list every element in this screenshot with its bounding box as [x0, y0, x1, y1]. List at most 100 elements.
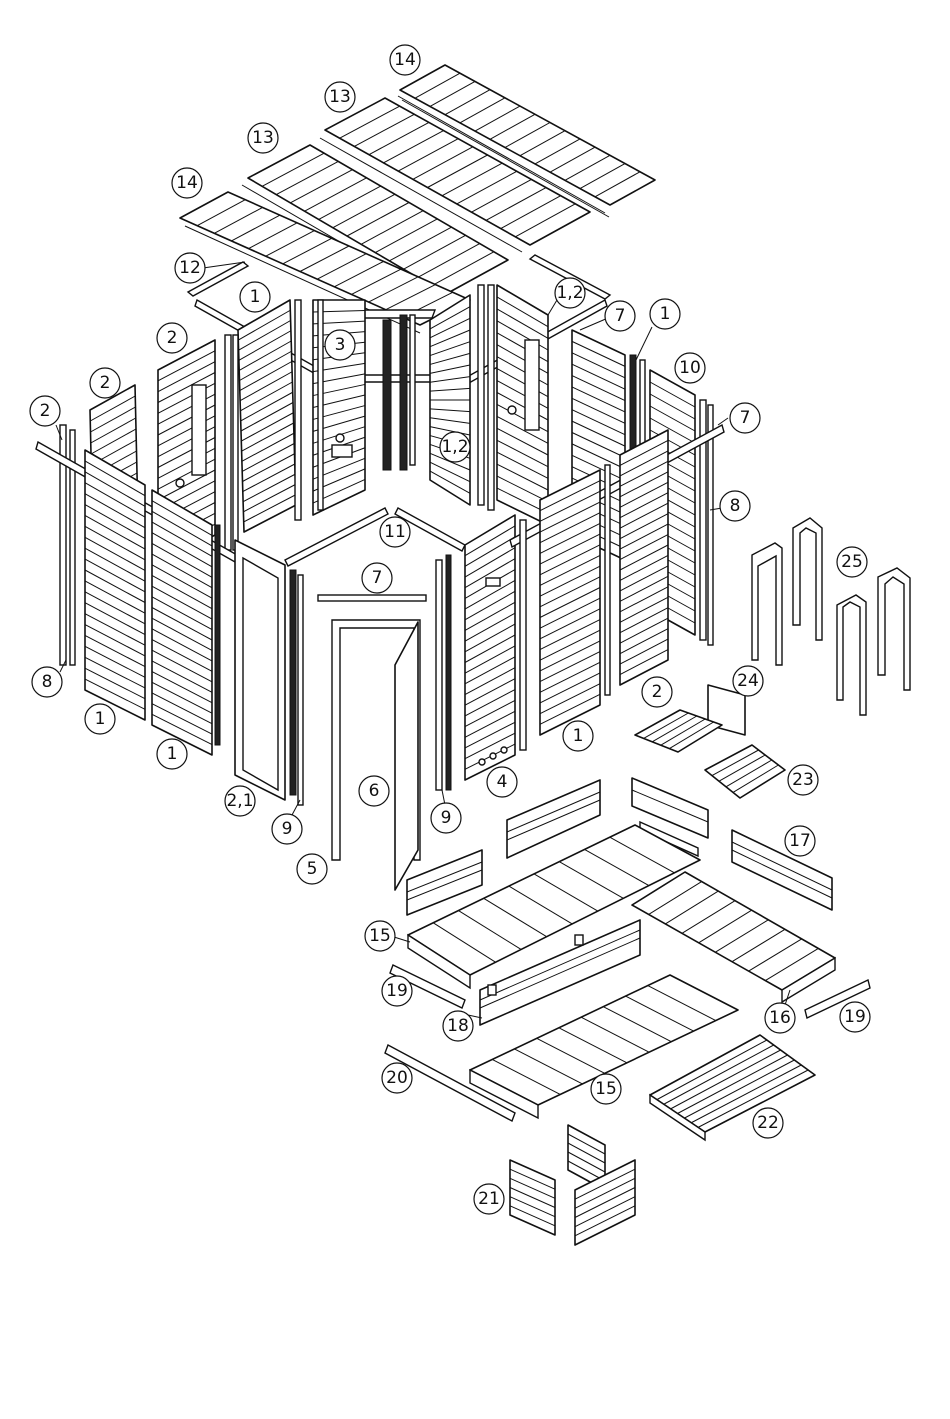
callout-15: 15: [591, 1074, 621, 1104]
foundation-blocks-21: [510, 1125, 635, 1245]
corner-trims-25: [752, 518, 910, 715]
callout-1: 1: [157, 739, 187, 769]
callout-number: 1: [573, 726, 584, 746]
callout-22: 22: [753, 1108, 783, 1138]
callout-1: 1: [563, 721, 593, 751]
callout-number: 2: [100, 373, 111, 393]
floor-joist-left-a: [507, 780, 600, 858]
callout-number: 18: [447, 1016, 469, 1036]
callout-2: 2: [90, 368, 120, 398]
callout-14: 14: [172, 168, 202, 198]
callout-21: 21: [474, 1184, 504, 1214]
callout-number: 2: [40, 401, 51, 421]
back-wall-panel-1: [238, 300, 296, 532]
callout-number: 2: [652, 682, 663, 702]
callout-20: 20: [382, 1063, 412, 1093]
callout-number: 19: [386, 981, 408, 1001]
callout-number: 12: [179, 258, 201, 278]
callout-number: 20: [386, 1068, 408, 1088]
callout-number: 17: [789, 831, 811, 851]
callout-number: 22: [757, 1113, 779, 1133]
door-leaf-6: [395, 622, 418, 890]
callout-number: 3: [335, 335, 346, 355]
left-front-panel-2-1: [235, 540, 285, 800]
callout-number: 16: [769, 1008, 791, 1028]
callout-number: 23: [792, 770, 814, 790]
callout-8: 8: [720, 491, 750, 521]
callout-4: 4: [487, 767, 517, 797]
callout-number: 1: [95, 709, 106, 729]
callout-13: 13: [248, 123, 278, 153]
callout-6: 6: [359, 776, 389, 806]
floor-joist-17b: [732, 830, 832, 910]
callout-number: 9: [282, 819, 293, 839]
callout-16: 16: [765, 1003, 795, 1033]
callout-number: 1: [167, 744, 178, 764]
callout-number: 1: [660, 304, 671, 324]
callout-number: 4: [497, 772, 508, 792]
callout-number: 6: [369, 781, 380, 801]
ramp-23: [705, 745, 785, 798]
callout-number: 1,2: [441, 437, 468, 457]
front-corner-beam-11: [285, 508, 465, 566]
callout-2: 2: [30, 396, 60, 426]
callout-19: 19: [840, 1002, 870, 1032]
right-front-panel-2: [620, 430, 668, 685]
callout-number: 25: [841, 552, 863, 572]
callout-2: 2: [642, 677, 672, 707]
callout-25: 25: [837, 547, 867, 577]
callout-number: 10: [679, 358, 701, 378]
callout-2: 2: [157, 323, 187, 353]
back-wall-panel-2: [430, 295, 470, 505]
callout-7: 7: [362, 563, 392, 593]
callout-number: 9: [441, 808, 452, 828]
callout-18: 18: [443, 1011, 473, 1041]
door-header-7: [318, 595, 426, 601]
callout-number: 1,2: [556, 283, 583, 303]
callout-number: 8: [730, 496, 741, 516]
callout-9: 9: [431, 803, 461, 833]
callout-19: 19: [382, 976, 412, 1006]
callout-number: 8: [42, 672, 53, 692]
callout-1-2: 1,2: [440, 432, 470, 462]
callout-8: 8: [32, 667, 62, 697]
callout-number: 2: [167, 328, 178, 348]
right-wall-panel-1-2: [497, 285, 548, 525]
callout-number: 21: [478, 1189, 500, 1209]
callout-1-2: 1,2: [555, 278, 585, 308]
callout-12: 12: [175, 253, 205, 283]
callout-1: 1: [240, 282, 270, 312]
callout-3: 3: [325, 330, 355, 360]
callout-9: 9: [272, 814, 302, 844]
door-posts-9-right: [436, 555, 451, 790]
callout-7: 7: [605, 301, 635, 331]
callout-number: 15: [369, 926, 391, 946]
floor-panel-22: [650, 1035, 815, 1140]
right-front-panel-4: [465, 515, 515, 780]
right-front-panel-1: [540, 470, 600, 735]
callout-17: 17: [785, 826, 815, 856]
callout-5: 5: [297, 854, 327, 884]
callout-24: 24: [733, 666, 763, 696]
callout-13: 13: [325, 82, 355, 112]
callout-23: 23: [788, 765, 818, 795]
callout-number: 1: [250, 287, 261, 307]
callout-1: 1: [85, 704, 115, 734]
callout-number: 19: [844, 1007, 866, 1027]
callout-number: 24: [737, 671, 759, 691]
callout-14: 14: [390, 45, 420, 75]
callout-number: 13: [329, 87, 351, 107]
callout-number: 7: [740, 408, 751, 428]
left-front-panel-1a: [85, 450, 145, 720]
callout-number: 15: [595, 1079, 617, 1099]
callout-2-1: 2,1: [225, 786, 255, 816]
callout-1: 1: [650, 299, 680, 329]
callout-number: 13: [252, 128, 274, 148]
callout-10: 10: [675, 353, 705, 383]
callout-number: 7: [372, 568, 383, 588]
callout-11: 11: [380, 517, 410, 547]
left-front-panel-1b: [152, 490, 212, 755]
callout-number: 14: [394, 50, 416, 70]
callout-number: 11: [384, 522, 406, 542]
